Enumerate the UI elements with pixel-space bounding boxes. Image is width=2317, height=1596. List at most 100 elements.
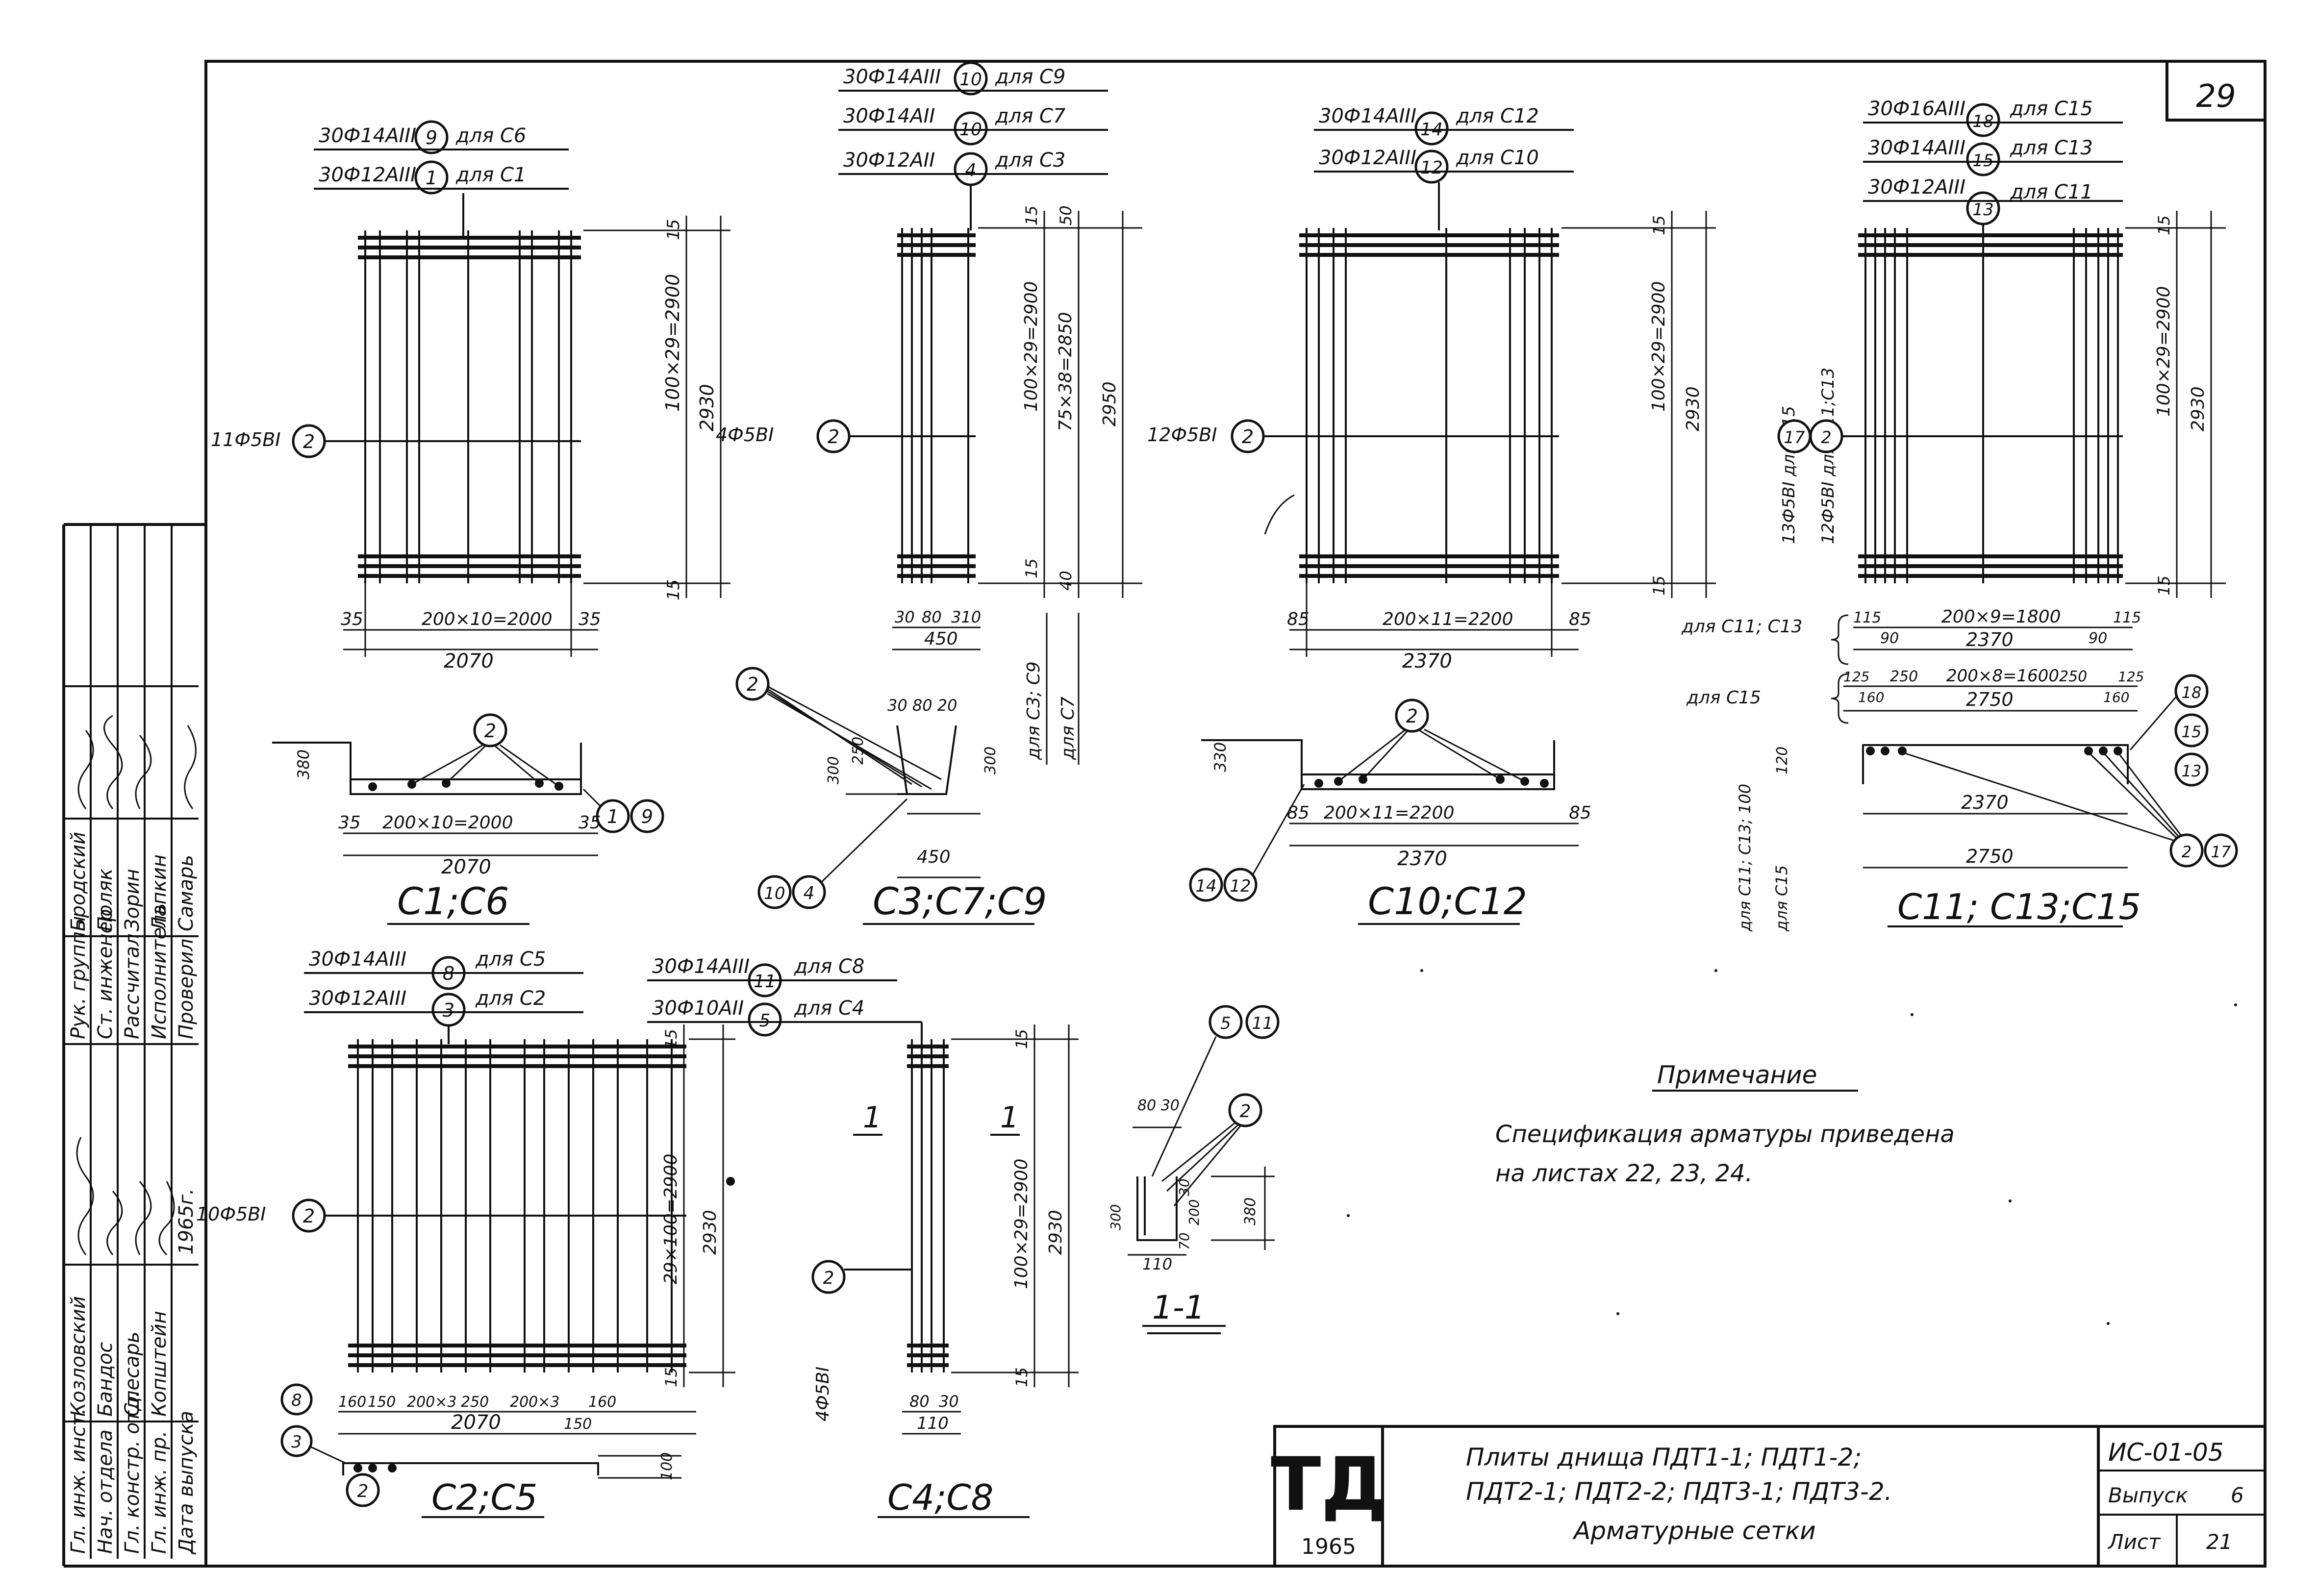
- c3-dim-width: 450: [924, 629, 958, 649]
- c11-row2-left: 125: [1843, 669, 1869, 685]
- c1-marker1-circle: [414, 120, 449, 154]
- c1-dim-width: 2070: [444, 650, 494, 673]
- c3-sec-h1: 300: [825, 756, 842, 784]
- c1-for1: для С6: [455, 125, 526, 147]
- c1-marker2-circle: [414, 160, 449, 195]
- note-line1: Спецификация арматуры приведена: [1495, 1121, 1955, 1148]
- c4-left-callout: 4Ф5ВI: [813, 1367, 833, 1421]
- c11-dim-pitch: 100×29=2900: [2154, 286, 2174, 417]
- c3-callout1: 30Ф14АIII: [843, 66, 941, 88]
- c3-for1: для С9: [995, 66, 1065, 88]
- c10-callout2: 30Ф12АIII: [1319, 147, 1416, 169]
- panel-c3-c7-c9: 30Ф14АIII 10 для С9 30Ф14АII 10 для С7 3…: [716, 61, 1142, 925]
- stamp-role2-0: Рук. группы: [67, 916, 90, 1039]
- sheet-code: ИС-01-05: [2108, 1438, 2224, 1467]
- svg-text:35: 35: [579, 813, 601, 833]
- c3-mesh: [897, 228, 976, 583]
- c4-mesh: [907, 1039, 949, 1372]
- c1-sec-m1-circle: [473, 713, 507, 748]
- stamp-date: 1965г.: [175, 1188, 198, 1255]
- c10-dim-left: 85: [1287, 609, 1310, 629]
- logo-text: ТД: [1271, 1442, 1386, 1527]
- c2-dim-b2: 150: [368, 1394, 396, 1411]
- c10-sec-mid: 200×11=2200: [1324, 803, 1454, 823]
- c4-dim-total: 2930: [1046, 1210, 1066, 1255]
- s11-h5: 380: [1242, 1197, 1259, 1225]
- c2-dim-b7: 150: [564, 1416, 592, 1433]
- side-stamp: Дата выпуска Гл. инж. пр. Гл. констр. от…: [64, 524, 199, 1559]
- note-line2: на листах 22, 23, 24.: [1495, 1160, 1753, 1187]
- c4-dim-pitch: 100×29=2900: [1011, 1159, 1032, 1289]
- c2-sec-m3: 2: [357, 1481, 369, 1501]
- c1-dim-bot: 15: [664, 579, 683, 600]
- c10-mesh: [1299, 228, 1559, 583]
- c2-callout2: 30Ф12АIII: [309, 987, 406, 1010]
- c1-label: С1;С6: [397, 879, 509, 923]
- c1-sec-m3: 9: [641, 806, 653, 827]
- s11-h2: 30: [1176, 1178, 1192, 1196]
- stamp-name2-0: Бродский: [67, 832, 90, 931]
- c3-sec-m1: 2: [747, 673, 758, 695]
- page-number: 29: [2196, 78, 2236, 115]
- c4-callout1: 30Ф14АIII: [652, 955, 750, 978]
- signature-scribble: [103, 715, 123, 809]
- c4-marker2: 5: [759, 1011, 771, 1031]
- title-line3: Арматурные сетки: [1572, 1517, 1816, 1545]
- c3-sec-h3: 300: [982, 747, 999, 774]
- c10-for2: для С10: [1456, 147, 1539, 169]
- svg-text:35: 35: [338, 813, 361, 833]
- c4-dim-top: 15: [1012, 1029, 1031, 1049]
- c11-row1-label: для С11; С13: [1681, 617, 1802, 637]
- c11-row1-mid: 200×9=1800: [1941, 607, 2061, 627]
- stamp-role2-2: Рассчитал: [121, 933, 144, 1039]
- c2-marker2: 3: [443, 999, 454, 1021]
- c1-left-callout: 11Ф5ВI: [211, 429, 281, 450]
- c4-callout2: 30Ф10АII: [652, 997, 744, 1020]
- c11-marker3: 13: [1972, 200, 1993, 220]
- c11-row2-r2: 160: [2103, 689, 2129, 705]
- c2-dim-b1: 160: [338, 1394, 366, 1411]
- c11-row1-left: 115: [1853, 609, 1881, 626]
- s11-h4: 70: [1176, 1232, 1192, 1250]
- sheet-value: 21: [2206, 1530, 2232, 1554]
- c10-dim-top: 15: [1650, 215, 1668, 235]
- c3-dim-bot2: 40: [1057, 571, 1075, 591]
- c11-sec-w2: 2750: [1966, 846, 2014, 867]
- stamp-role-2: Гл. констр. отд.: [121, 1391, 144, 1554]
- s11-marker1: 5: [1220, 1014, 1231, 1033]
- panel-c10-c12: 30Ф14АIII 14 для С12 30Ф12АIII 12 для С1…: [1147, 105, 1716, 925]
- title-line2: ПДТ2-1; ПДТ2-2; ПДТ3-1; ПДТ3-2.: [1466, 1477, 1892, 1506]
- c4-dim-bot: 15: [1012, 1367, 1031, 1387]
- c1-section-outline: [272, 742, 582, 795]
- c3-dim-bot: 15: [1022, 558, 1041, 578]
- stamp-role2-3: Исполнитель: [148, 903, 171, 1039]
- c2-for2: для С2: [475, 987, 546, 1010]
- issue-value: 6: [2231, 1483, 2244, 1507]
- stamp-role-1: Нач. отдела: [94, 1429, 117, 1554]
- c10-sec-m1: 2: [1406, 705, 1418, 727]
- c3-section-outline: [896, 725, 957, 795]
- c10-dim-right: 85: [1569, 609, 1591, 629]
- c10-left-marker: 2: [1242, 426, 1254, 448]
- c1-sec-m3-circle: [630, 799, 664, 833]
- c11-sec-m5: 17: [2211, 843, 2231, 861]
- c1-dim-mid: 200×10=2000: [422, 609, 552, 629]
- stamp-name-0: Козловский: [67, 1296, 90, 1417]
- c11-row2-right: 125: [2118, 669, 2144, 685]
- c3-dim-pitch: 100×29=2900: [1021, 281, 1041, 412]
- c4-cut-right: 1: [1000, 1100, 1019, 1135]
- c1-mesh: [358, 230, 581, 583]
- c10-sec-h: 330: [1211, 742, 1230, 772]
- c2-sec-m1: 8: [291, 1391, 302, 1410]
- c10-dim-total: 2930: [1683, 386, 1703, 431]
- c3-sec-h2: 250: [850, 737, 867, 765]
- panel-c1-c6: 30Ф14АIII 9 для С6 30Ф12АIII 1 для С1: [211, 120, 730, 925]
- c10-sec-right: 85: [1569, 803, 1591, 823]
- c10-dim-pitch: 100×29=2900: [1649, 281, 1669, 412]
- section-1-1: 5 11 2 80 30 300 30 200 70 380 110 1-1: [1108, 1005, 1280, 1334]
- c11-sec-h1: 120: [1774, 747, 1791, 774]
- s11-outline: [1136, 1176, 1178, 1241]
- c3-for3: для С3: [995, 149, 1065, 172]
- c11-row2-l2: 160: [1858, 689, 1884, 705]
